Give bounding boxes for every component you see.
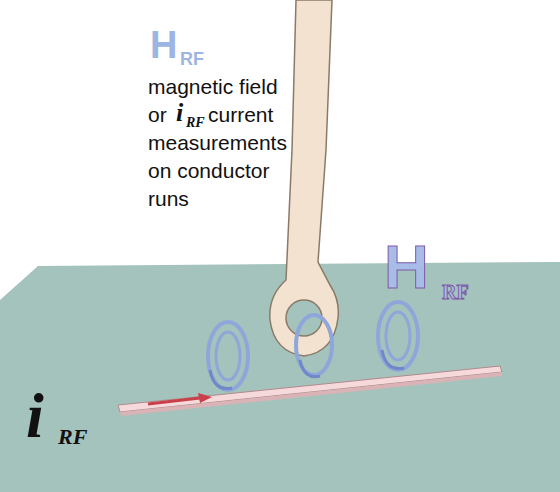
- field-subscript: RF: [180, 50, 204, 68]
- field-loops-back: [208, 302, 418, 390]
- field-subscript: RF: [442, 282, 469, 302]
- current-symbol: i: [176, 100, 183, 126]
- current-subscript: RF: [58, 426, 87, 448]
- field-symbol: H: [150, 26, 177, 64]
- field-symbol: H: [384, 236, 429, 298]
- conductor-run: [118, 366, 502, 416]
- caption-line: on conductor: [148, 160, 269, 181]
- current-subscript: RF: [186, 116, 205, 130]
- caption-line: magnetic field: [148, 76, 278, 97]
- caption-line: measurements: [148, 132, 287, 153]
- caption-line: current: [208, 104, 273, 125]
- caption-line: runs: [148, 188, 189, 209]
- probe: [270, 0, 339, 356]
- current-symbol: i: [26, 384, 44, 448]
- field-loops-front: [210, 312, 410, 389]
- current-arrow: [148, 393, 212, 404]
- caption-line: or: [148, 104, 167, 125]
